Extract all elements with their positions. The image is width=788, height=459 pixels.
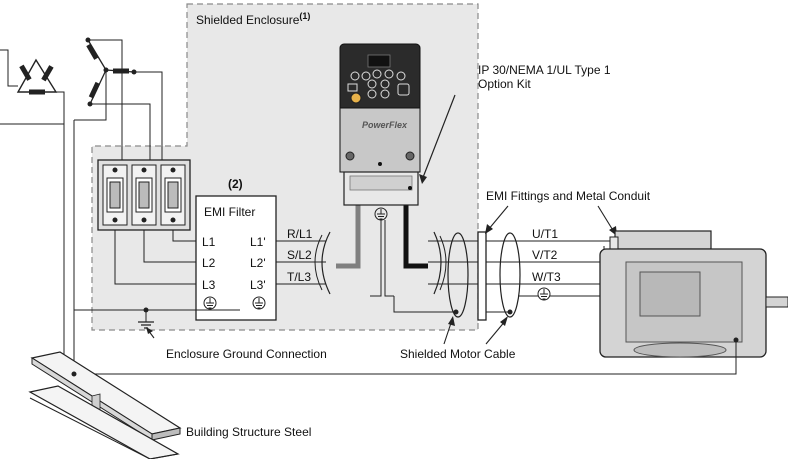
powerflex-drive: PowerFlex xyxy=(339,43,421,173)
drive-output-u: U/T1 xyxy=(532,227,558,241)
emi-fitting-plate xyxy=(477,231,487,321)
building-steel-icon xyxy=(28,351,182,459)
shielded-enclosure-label: Shielded Enclosure(1) xyxy=(196,11,310,27)
option-kit xyxy=(343,171,419,206)
emi-filter-title: EMI Filter xyxy=(204,205,255,219)
emi-fittings-label: EMI Fittings and Metal Conduit xyxy=(486,189,651,203)
drive-input-t: T/L3 xyxy=(287,270,311,284)
filter-output-l1: L1' xyxy=(250,235,266,249)
wye-source-icon xyxy=(85,37,137,107)
filter-input-l1: L1 xyxy=(202,235,216,249)
building-steel-label: Building Structure Steel xyxy=(186,425,311,439)
option-kit-label-line2: Option Kit xyxy=(478,77,531,91)
delta-source-icon xyxy=(0,49,65,125)
ground-symbol-icon xyxy=(537,287,551,301)
emi-filter-note: (2) xyxy=(228,177,243,191)
ground-symbol-icon xyxy=(252,296,266,310)
enclosure-ground-label: Enclosure Ground Connection xyxy=(166,347,327,361)
fuse-block xyxy=(97,159,191,231)
ground-symbol-icon xyxy=(203,296,217,310)
filter-input-l3: L3 xyxy=(202,278,216,292)
potentiometer-icon xyxy=(350,92,362,104)
motor-icon xyxy=(599,230,788,358)
filter-input-l2: L2 xyxy=(202,256,216,270)
shielded-motor-cable-label: Shielded Motor Cable xyxy=(400,347,516,361)
option-kit-label-line1: IP 30/NEMA 1/UL Type 1 xyxy=(478,63,611,77)
keypad-icon xyxy=(347,69,410,99)
drive-output-v: V/T2 xyxy=(532,248,558,262)
filter-output-l2: L2' xyxy=(250,256,266,270)
drive-output-w: W/T3 xyxy=(532,270,561,284)
filter-output-l3: L3' xyxy=(250,278,266,292)
drive-input-r: R/L1 xyxy=(287,227,313,241)
drive-brand-label: PowerFlex xyxy=(362,120,408,130)
drive-input-s: S/L2 xyxy=(287,248,312,262)
emi-filter: EMI Filter L1 L2 L3 L1' L2' L3' xyxy=(195,195,277,321)
